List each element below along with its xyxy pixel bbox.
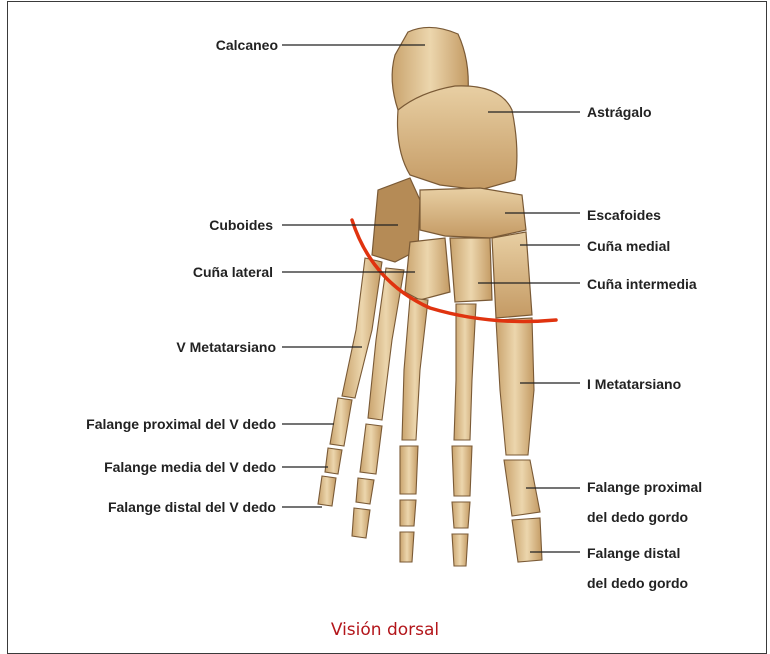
label-cuna-intermedia: Cuña intermedia	[587, 276, 697, 292]
label-falange-proximal-v: Falange proximal del V dedo	[86, 416, 276, 432]
fifth-middle-phalanx	[325, 448, 342, 474]
label-falange-distal-v: Falange distal del V dedo	[108, 499, 276, 515]
label-calcaneo: Calcaneo	[216, 37, 278, 53]
third-distal-phalanx	[400, 532, 414, 562]
third-metatarsal-bone	[402, 298, 428, 440]
intermediate-cuneiform-bone	[450, 238, 492, 302]
first-distal-phalanx	[512, 518, 542, 562]
second-proximal-phalanx	[452, 446, 472, 496]
fifth-proximal-phalanx	[330, 398, 352, 446]
second-middle-phalanx	[452, 502, 470, 528]
second-distal-phalanx	[452, 534, 468, 566]
label-falange-media-v: Falange media del V dedo	[104, 459, 276, 475]
label-v-metatarsiano: V Metatarsiano	[176, 339, 276, 355]
label-i-metatarsiano: I Metatarsiano	[587, 376, 681, 392]
second-metatarsal-bone	[454, 304, 476, 440]
label-falange-distal-gordo-line2: del dedo gordo	[587, 568, 688, 598]
label-falange-proximal-gordo-line2: del dedo gordo	[587, 502, 702, 532]
fourth-proximal-phalanx	[360, 424, 382, 474]
first-metatarsal-bone	[496, 318, 534, 455]
label-falange-proximal-gordo: Falange proximal del dedo gordo	[587, 472, 702, 532]
fifth-distal-phalanx	[318, 476, 336, 506]
label-cuna-medial: Cuña medial	[587, 238, 670, 254]
third-middle-phalanx	[400, 500, 416, 526]
fourth-distal-phalanx	[352, 508, 370, 538]
label-astragalo: Astrágalo	[587, 104, 652, 120]
talus-bone	[398, 86, 517, 190]
label-cuna-lateral: Cuña lateral	[193, 264, 273, 280]
label-falange-distal-gordo: Falange distal del dedo gordo	[587, 538, 688, 598]
label-falange-proximal-gordo-line1: Falange proximal	[587, 472, 702, 502]
label-cuboides: Cuboides	[209, 217, 273, 233]
figure-caption: Visión dorsal	[0, 620, 770, 640]
fourth-middle-phalanx	[356, 478, 374, 504]
lateral-cuneiform-bone	[405, 238, 450, 300]
label-falange-distal-gordo-line1: Falange distal	[587, 538, 688, 568]
third-proximal-phalanx	[400, 446, 418, 494]
label-escafoides: Escafoides	[587, 207, 661, 223]
